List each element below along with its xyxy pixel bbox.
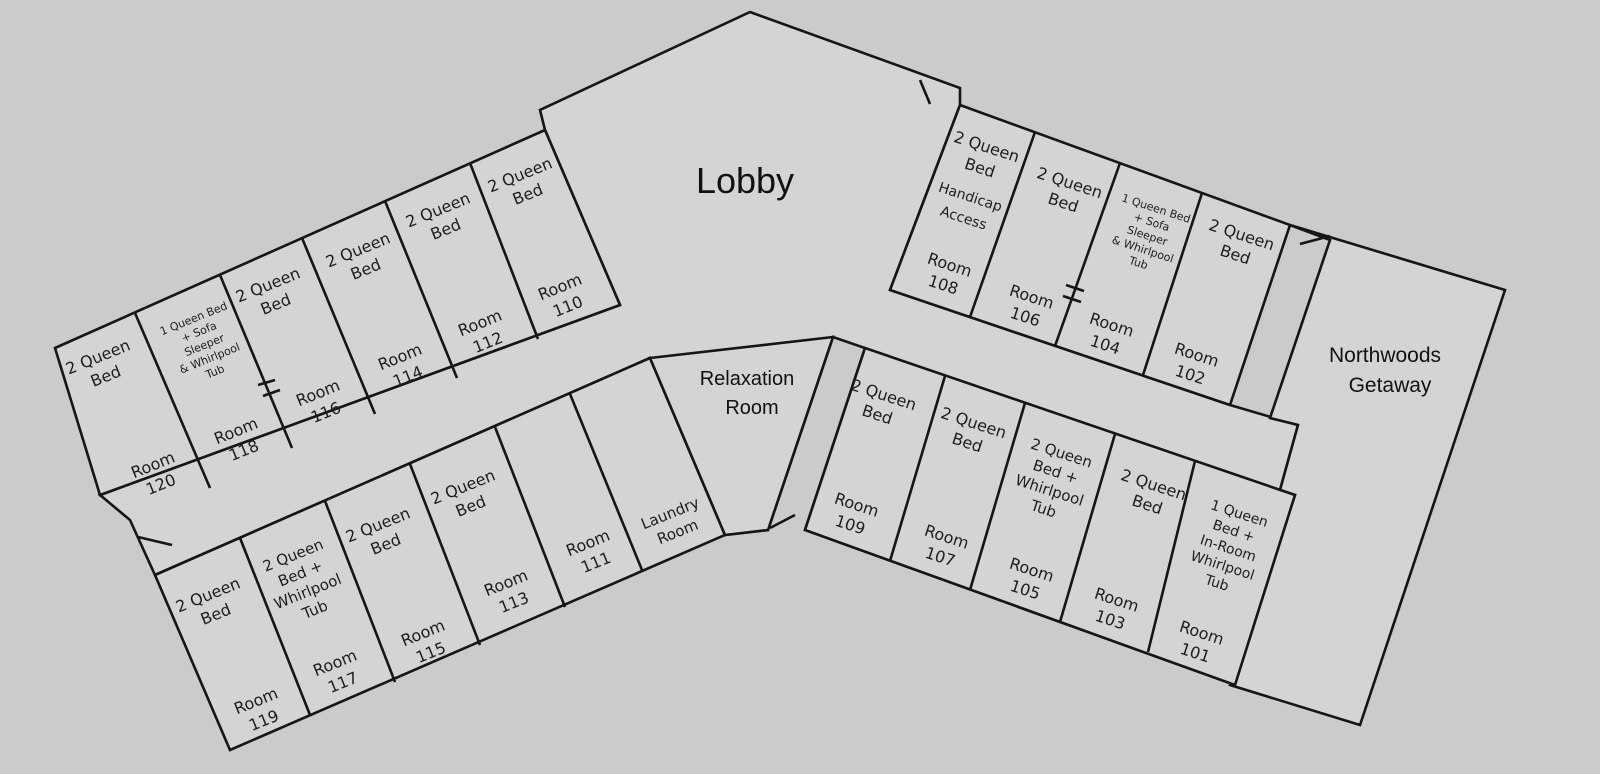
door-icon (769, 513, 796, 530)
door-icon (1299, 234, 1331, 246)
room-description-line: Tub (1126, 254, 1149, 273)
wall (1141, 192, 1204, 376)
wall (300, 237, 377, 415)
wall (493, 426, 567, 608)
connecting-door-icon (262, 388, 281, 398)
connecting-door-icon (257, 378, 276, 387)
wall (383, 200, 459, 379)
connecting-door-icon (1065, 283, 1085, 293)
wall (968, 131, 1037, 318)
wall (888, 375, 947, 562)
wall (238, 537, 312, 716)
wall (968, 402, 1027, 591)
wall (568, 393, 644, 571)
wall (408, 463, 482, 646)
wall (1146, 460, 1197, 653)
wall (468, 162, 540, 340)
relaxation-room (648, 335, 835, 537)
relaxation-label: Relaxation (700, 368, 795, 390)
wall (218, 274, 294, 449)
relaxation-label: Room (725, 397, 778, 419)
upper-right-wing (888, 103, 1292, 407)
northwoods-label: Northwoods (1329, 344, 1441, 367)
upper-left-wing (53, 128, 622, 497)
wall (1058, 433, 1117, 623)
door-icon (137, 535, 173, 547)
wall (1053, 162, 1122, 347)
connecting-door-icon (1062, 294, 1082, 304)
wall (323, 500, 397, 683)
wall (133, 312, 212, 489)
lobby-label: Lobby (696, 160, 794, 201)
room-description-line: Tub (1202, 572, 1231, 595)
northwoods-label: Getaway (1349, 374, 1432, 397)
door-icon (918, 79, 932, 105)
